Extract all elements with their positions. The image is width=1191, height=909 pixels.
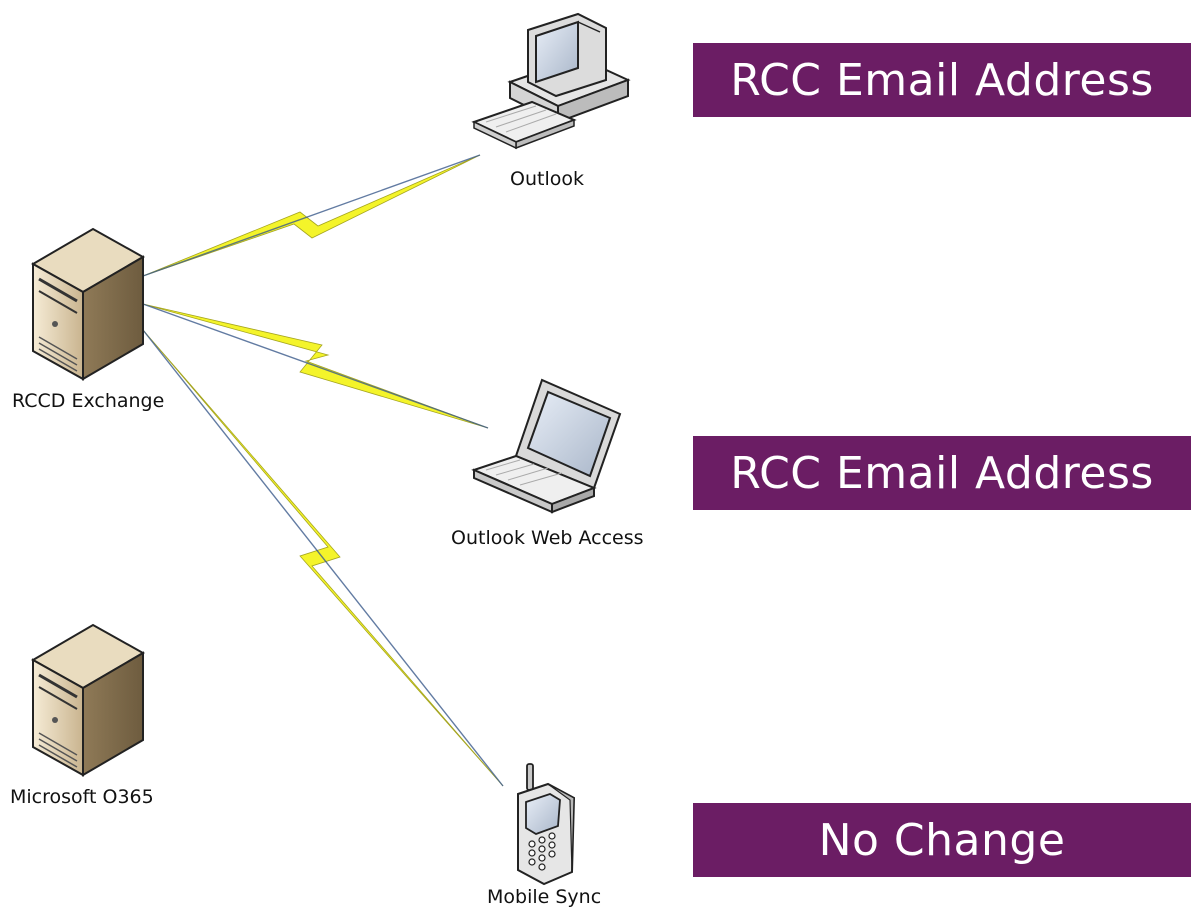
banner-mobile-status: No Change	[693, 803, 1191, 877]
desktop-computer-icon[interactable]	[471, 12, 631, 150]
link-exchange-owa	[142, 303, 489, 429]
banner-owa-status: RCC Email Address	[693, 436, 1191, 510]
server-icon[interactable]	[30, 227, 146, 381]
node-label-microsoft-o365: Microsoft O365	[10, 786, 154, 808]
node-label-outlook-web-access: Outlook Web Access	[451, 527, 644, 549]
link-exchange-outlook	[142, 154, 481, 277]
server-icon[interactable]	[30, 623, 146, 777]
node-label-mobile-sync: Mobile Sync	[487, 886, 602, 908]
node-label-rccd-exchange: RCCD Exchange	[12, 390, 165, 412]
link-exchange-mobile	[142, 329, 504, 787]
banner-outlook-status: RCC Email Address	[693, 43, 1191, 117]
mobile-phone-icon[interactable]	[517, 763, 576, 886]
node-label-outlook: Outlook	[510, 168, 584, 190]
laptop-icon[interactable]	[471, 378, 622, 514]
